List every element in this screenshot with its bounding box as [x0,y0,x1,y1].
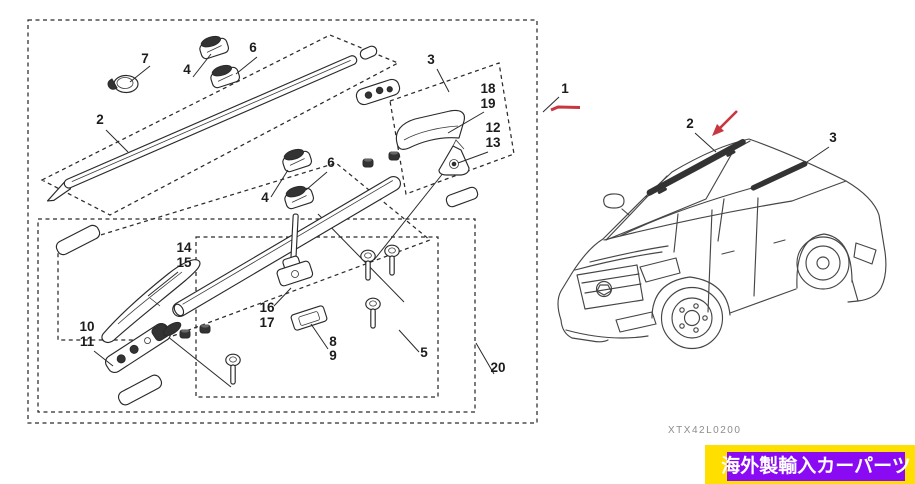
callout-kit-1: 1 [561,81,569,96]
part-screws [225,244,400,385]
part-clamp-16-17 [276,213,328,331]
catalog-code: XTX42L0200 [668,425,741,436]
callout-kit-4: 4 [261,190,269,205]
part-cover-18-19 [395,109,465,150]
kit-20-boundary [37,218,476,413]
part-bracket-10-11 [105,321,182,374]
red-underline-mark [550,105,581,112]
car-roof-rail-near [646,138,746,196]
car-foglight [615,311,657,333]
promo-banner-strip: 海外製輸入カーパーツ [705,445,915,484]
callout-kit-18: 18 [480,81,496,96]
part-pad-holes [355,78,401,106]
callout-car-2: 2 [686,116,694,131]
part-base-8-9 [290,305,328,331]
promo-banner-text: 海外製輸入カーパーツ [721,455,911,477]
callout-kit-3: 3 [427,52,435,67]
callout-kit-4: 4 [183,62,191,77]
part-clip-4-mid [282,148,313,173]
callout-kit-13: 13 [485,135,501,150]
car-headlight [639,257,681,283]
car-roof-rail-far [750,161,808,191]
part-clip-4-top [199,35,230,60]
car-taillight [853,242,877,265]
part-ring-clip-7 [107,74,139,94]
car-mirror [603,193,630,216]
callout-kit-5: 5 [420,345,428,360]
red-marks [550,105,738,136]
callout-kit-12: 12 [485,120,500,135]
part-clip-6-mid [284,185,315,210]
callout-kit-17: 17 [259,315,274,330]
callout-kit-19: 19 [480,96,495,111]
promo-banner-box: 海外製輸入カーパーツ [721,452,911,481]
callout-kit-15: 15 [176,255,192,270]
callout-kit-8: 8 [329,334,337,349]
kit-3-boundary [389,62,515,195]
callout-kit-20: 20 [490,360,505,375]
kit-boundary-boxes [27,19,538,424]
leader-lines [93,53,830,375]
part-blade-cover [101,259,201,344]
callout-kit-6: 6 [249,40,257,55]
callout-kit-11: 11 [80,334,95,349]
callout-kit-2: 2 [96,112,104,127]
callout-kit-10: 10 [79,319,94,334]
callout-kit-14: 14 [176,240,192,255]
callout-kit-6: 6 [327,155,335,170]
part-rail-tube [172,175,402,318]
callout-car-3: 3 [829,130,837,145]
kit-outer-boundary [27,19,538,424]
callout-kit-16: 16 [259,300,275,315]
rear-rail-kit-boundary [57,162,432,341]
car-grille [576,264,644,310]
part-grommets [179,151,400,339]
car-rear-wheel [796,236,850,290]
part-clip-6-top [210,64,241,89]
red-arrow-icon [712,110,738,136]
part-hatched-pads [55,186,479,406]
part-bracket-12-13 [438,139,470,176]
callout-kit-7: 7 [141,51,149,66]
part-front-rail [46,45,378,202]
callout-kit-9: 9 [329,348,337,363]
car-illustration [557,138,887,350]
car-front-wheel [660,286,724,350]
